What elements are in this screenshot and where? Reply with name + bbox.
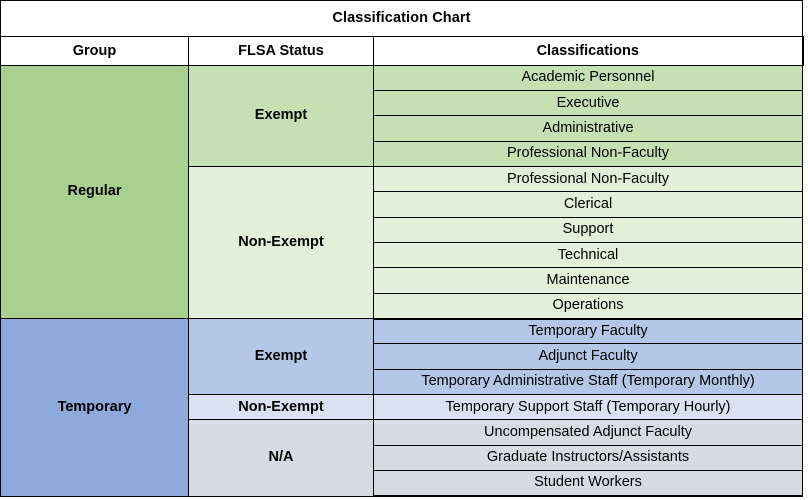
classification-cell[interactable]: Support [372,216,804,244]
column-header-classifications[interactable]: Classifications [372,36,804,66]
classification-cell[interactable]: Clerical [372,191,804,218]
classification-cell[interactable]: Uncompensated Adjunct Faculty [372,419,804,446]
classification-cell[interactable]: Maintenance [372,267,804,294]
classification-cell[interactable]: Student Workers [372,470,804,498]
flsa-cell-regular-exempt[interactable]: Exempt [188,64,374,168]
classification-cell[interactable]: Temporary Faculty [372,318,804,345]
page-title: Classification Chart [0,0,804,38]
classification-cell[interactable]: Academic Personnel [372,64,804,92]
classification-cell[interactable]: Operations [372,292,804,320]
group-cell-regular[interactable]: Regular [0,64,189,320]
classification-cell[interactable]: Adjunct Faculty [372,343,804,370]
classification-cell[interactable]: Temporary Administrative Staff (Temporar… [372,368,804,396]
classification-cell[interactable]: Temporary Support Staff (Temporary Hourl… [372,394,804,421]
column-header-group[interactable]: Group [0,36,189,66]
flsa-cell-temporary-na[interactable]: N/A [188,419,374,497]
classification-cell[interactable]: Professional Non-Faculty [372,166,804,193]
group-cell-temporary[interactable]: Temporary [0,318,189,497]
classification-cell[interactable]: Administrative [372,115,804,142]
classification-cell[interactable]: Graduate Instructors/Assistants [372,444,804,472]
flsa-cell-regular-non-exempt[interactable]: Non-Exempt [188,166,374,320]
flsa-cell-temporary-non-exempt[interactable]: Non-Exempt [188,394,374,421]
column-header-flsa-status[interactable]: FLSA Status [188,36,374,66]
flsa-cell-temporary-exempt[interactable]: Exempt [188,318,374,396]
classification-cell[interactable]: Technical [372,242,804,269]
classification-cell[interactable]: Professional Non-Faculty [372,140,804,168]
classification-cell[interactable]: Executive [372,90,804,117]
